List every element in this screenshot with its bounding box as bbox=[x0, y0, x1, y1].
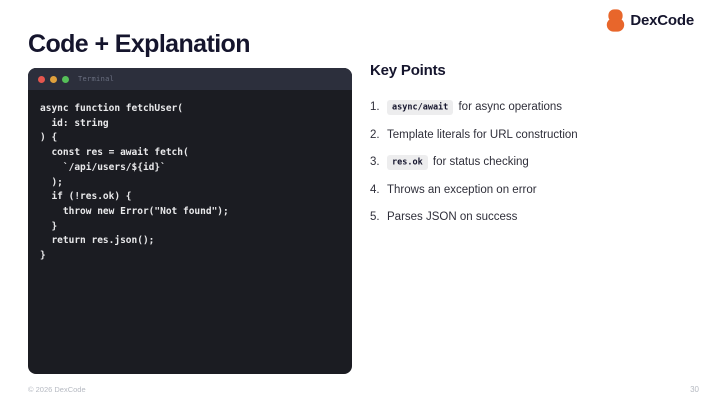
key-point-number: 5. bbox=[370, 211, 380, 223]
terminal-window: Terminal async function fetchUser( id: s… bbox=[28, 68, 352, 374]
code-line: } bbox=[40, 250, 46, 262]
code-line: ); bbox=[40, 176, 63, 188]
code-line: throw new Error("Not found"); bbox=[40, 205, 229, 217]
brand-name: DexCode bbox=[630, 12, 694, 29]
key-point-number: 4. bbox=[370, 183, 380, 196]
key-point-text: Throws an exception on error bbox=[387, 183, 537, 196]
dexcode-logo-icon bbox=[607, 9, 625, 32]
maximize-window-icon bbox=[62, 75, 69, 83]
page-title: Code + Explanation bbox=[28, 30, 250, 58]
close-window-icon bbox=[38, 75, 45, 83]
key-point-number: 2. bbox=[370, 128, 380, 141]
footer-copyright: © 2026 DexCode bbox=[28, 385, 86, 394]
terminal-code: async function fetchUser( id: string) { … bbox=[28, 90, 352, 276]
footer-page-number: 30 bbox=[690, 385, 699, 394]
key-points-heading: Key Points bbox=[370, 62, 446, 79]
code-line: } bbox=[40, 220, 58, 232]
code-line: if (!res.ok) { bbox=[40, 191, 132, 203]
key-point-text: Template literals for URL construction bbox=[387, 128, 578, 141]
key-points-list: 1. async/await for async operations 2. Temp… bbox=[370, 99, 705, 224]
key-point-text: async/await for async operations bbox=[387, 99, 562, 115]
code-line: `/api/users/${id}` bbox=[40, 161, 166, 173]
key-point-number: 1. bbox=[370, 101, 380, 113]
terminal-title: Terminal bbox=[78, 75, 115, 83]
brand-logo: DexCode bbox=[606, 9, 694, 32]
key-point-item: 3. res.ok for status checking bbox=[370, 154, 705, 170]
code-line: id: string bbox=[40, 117, 109, 129]
inline-code: async/await bbox=[387, 99, 454, 115]
inline-code: res.ok bbox=[387, 154, 428, 170]
key-points-section: Key Points 1. async/await for async opera… bbox=[370, 62, 705, 238]
code-line: async function fetchUser( bbox=[40, 103, 183, 114]
code-line: const res = await fetch( bbox=[40, 147, 189, 159]
key-point-number: 3. bbox=[370, 156, 380, 168]
key-point-item: 1. async/await for async operations bbox=[370, 99, 705, 115]
key-point-item: 2. Template literals for URL construction bbox=[370, 128, 705, 142]
key-point-item: 5. Parses JSON on success bbox=[370, 210, 705, 224]
minimize-window-icon bbox=[50, 75, 57, 83]
code-line: ) { bbox=[40, 132, 58, 144]
code-line: return res.json(); bbox=[40, 235, 155, 247]
terminal-titlebar: Terminal bbox=[28, 68, 352, 90]
key-point-text: Parses JSON on success bbox=[387, 211, 518, 223]
key-point-item: 4. Throws an exception on error bbox=[370, 183, 705, 197]
key-point-text: res.ok for status checking bbox=[387, 154, 529, 170]
